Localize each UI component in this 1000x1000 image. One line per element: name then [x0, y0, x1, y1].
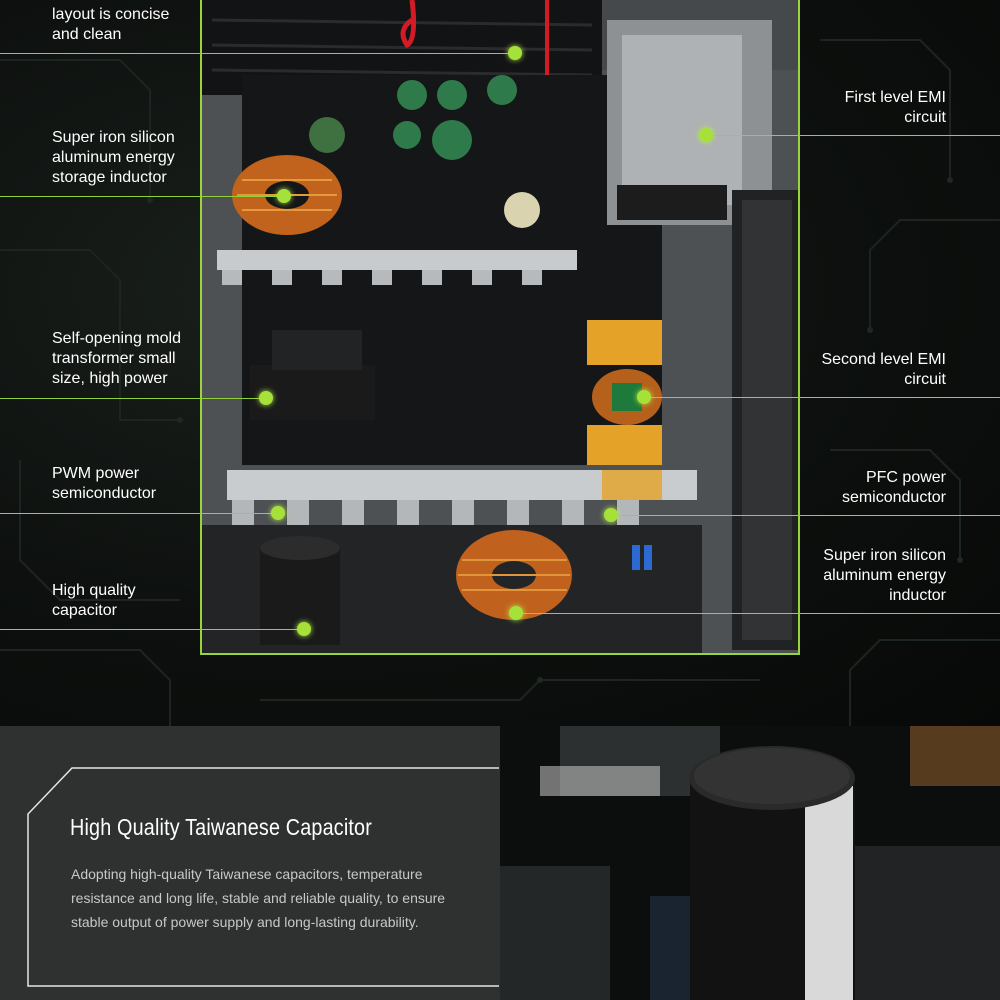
green-dot-icon	[277, 189, 291, 203]
green-dot-icon	[297, 622, 311, 636]
capacitor-closeup-image	[500, 726, 1000, 1000]
callout-transformer-line	[0, 398, 266, 399]
green-dot-icon	[508, 46, 522, 60]
green-dot-icon	[509, 606, 523, 620]
callout-pwm-line	[0, 513, 278, 514]
callout-emi1-line	[706, 135, 1000, 136]
callout-pfc-line	[611, 515, 1000, 516]
callout-inductor-right-line	[516, 613, 1000, 614]
callout-capacitor-label: High quality capacitor	[52, 582, 136, 619]
callout-transformer-label: Self-opening mold transformer small size…	[52, 330, 181, 387]
callout-emi2-line	[644, 397, 1000, 398]
callout-layout-label: layout is concise and clean	[52, 6, 170, 43]
callout-inductor-right-label: Super iron silicon aluminum energy induc…	[823, 547, 946, 604]
green-dot-icon	[699, 128, 713, 142]
psu-board-illustration	[202, 0, 798, 653]
green-dot-icon	[637, 390, 651, 404]
callout-emi2-label: Second level EMI circuit	[821, 351, 946, 388]
feature-description: Adopting high-quality Taiwanese capacito…	[71, 866, 446, 930]
psu-overview-panel: layout is concise and clean Super iron s…	[0, 0, 1000, 726]
callout-inductor-left-line	[0, 196, 284, 197]
green-dot-icon	[271, 506, 285, 520]
callout-layout-line	[0, 53, 515, 54]
psu-interior-image	[200, 0, 800, 655]
callout-capacitor-line	[0, 629, 304, 630]
green-dot-icon	[259, 391, 273, 405]
circuit-background	[0, 39, 1000, 726]
callout-pfc-label: PFC power semiconductor	[841, 469, 946, 506]
green-dot-icon	[604, 508, 618, 522]
callout-pwm-label: PWM power semiconductor	[52, 465, 157, 502]
feature-title: High Quality Taiwanese Capacitor	[70, 814, 372, 840]
capacitor-closeup-illustration	[500, 726, 1000, 1000]
feature-text-panel	[0, 726, 500, 1000]
callout-inductor-left-label: Super iron silicon aluminum energy stora…	[52, 129, 175, 186]
feature-frame-outline	[27, 767, 499, 987]
callout-emi1-label: First level EMI circuit	[844, 89, 946, 126]
